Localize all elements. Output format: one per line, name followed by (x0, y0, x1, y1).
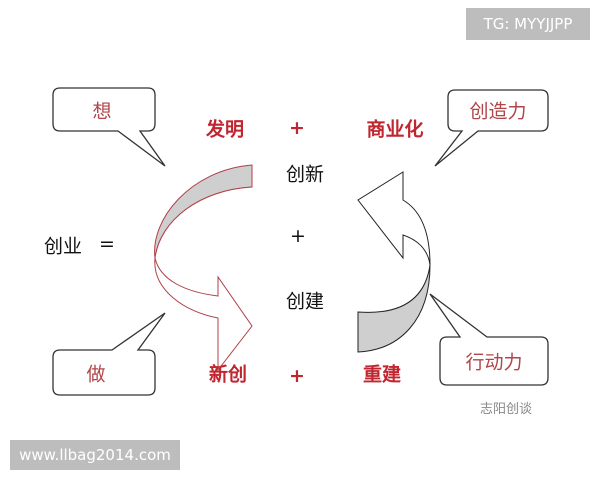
watermark: 志阳创谈 (480, 402, 533, 417)
center-plus: + (290, 225, 306, 247)
commercialization-label: 商业化 (366, 118, 424, 141)
top-badge: TG: MYYJJPP (466, 8, 590, 40)
bottom-badge: www.llbag2014.com (10, 440, 180, 470)
bottom-plus: + (289, 365, 305, 387)
left-curved-arrow (154, 164, 253, 372)
entrepreneurship-label: 创业 (43, 235, 83, 258)
callout-action: 行动力 (465, 351, 523, 374)
callout-action-bubble (429, 293, 549, 386)
top-plus: + (289, 117, 305, 139)
callout-think-bubble (52, 87, 166, 167)
rebuild-label: 重建 (362, 363, 402, 386)
invention-label: 发明 (205, 118, 245, 141)
new-creation-label: 新创 (208, 363, 248, 386)
innovation-label: 创新 (285, 163, 325, 186)
creation-label: 创建 (285, 290, 325, 313)
callout-do-bubble (52, 312, 166, 396)
callout-think: 想 (92, 100, 112, 123)
right-curved-arrow (357, 171, 431, 353)
callout-creativity: 创造力 (469, 100, 527, 123)
equals-sign: = (99, 233, 115, 255)
callout-creativity-bubble (434, 89, 549, 167)
callout-do: 做 (86, 363, 106, 386)
